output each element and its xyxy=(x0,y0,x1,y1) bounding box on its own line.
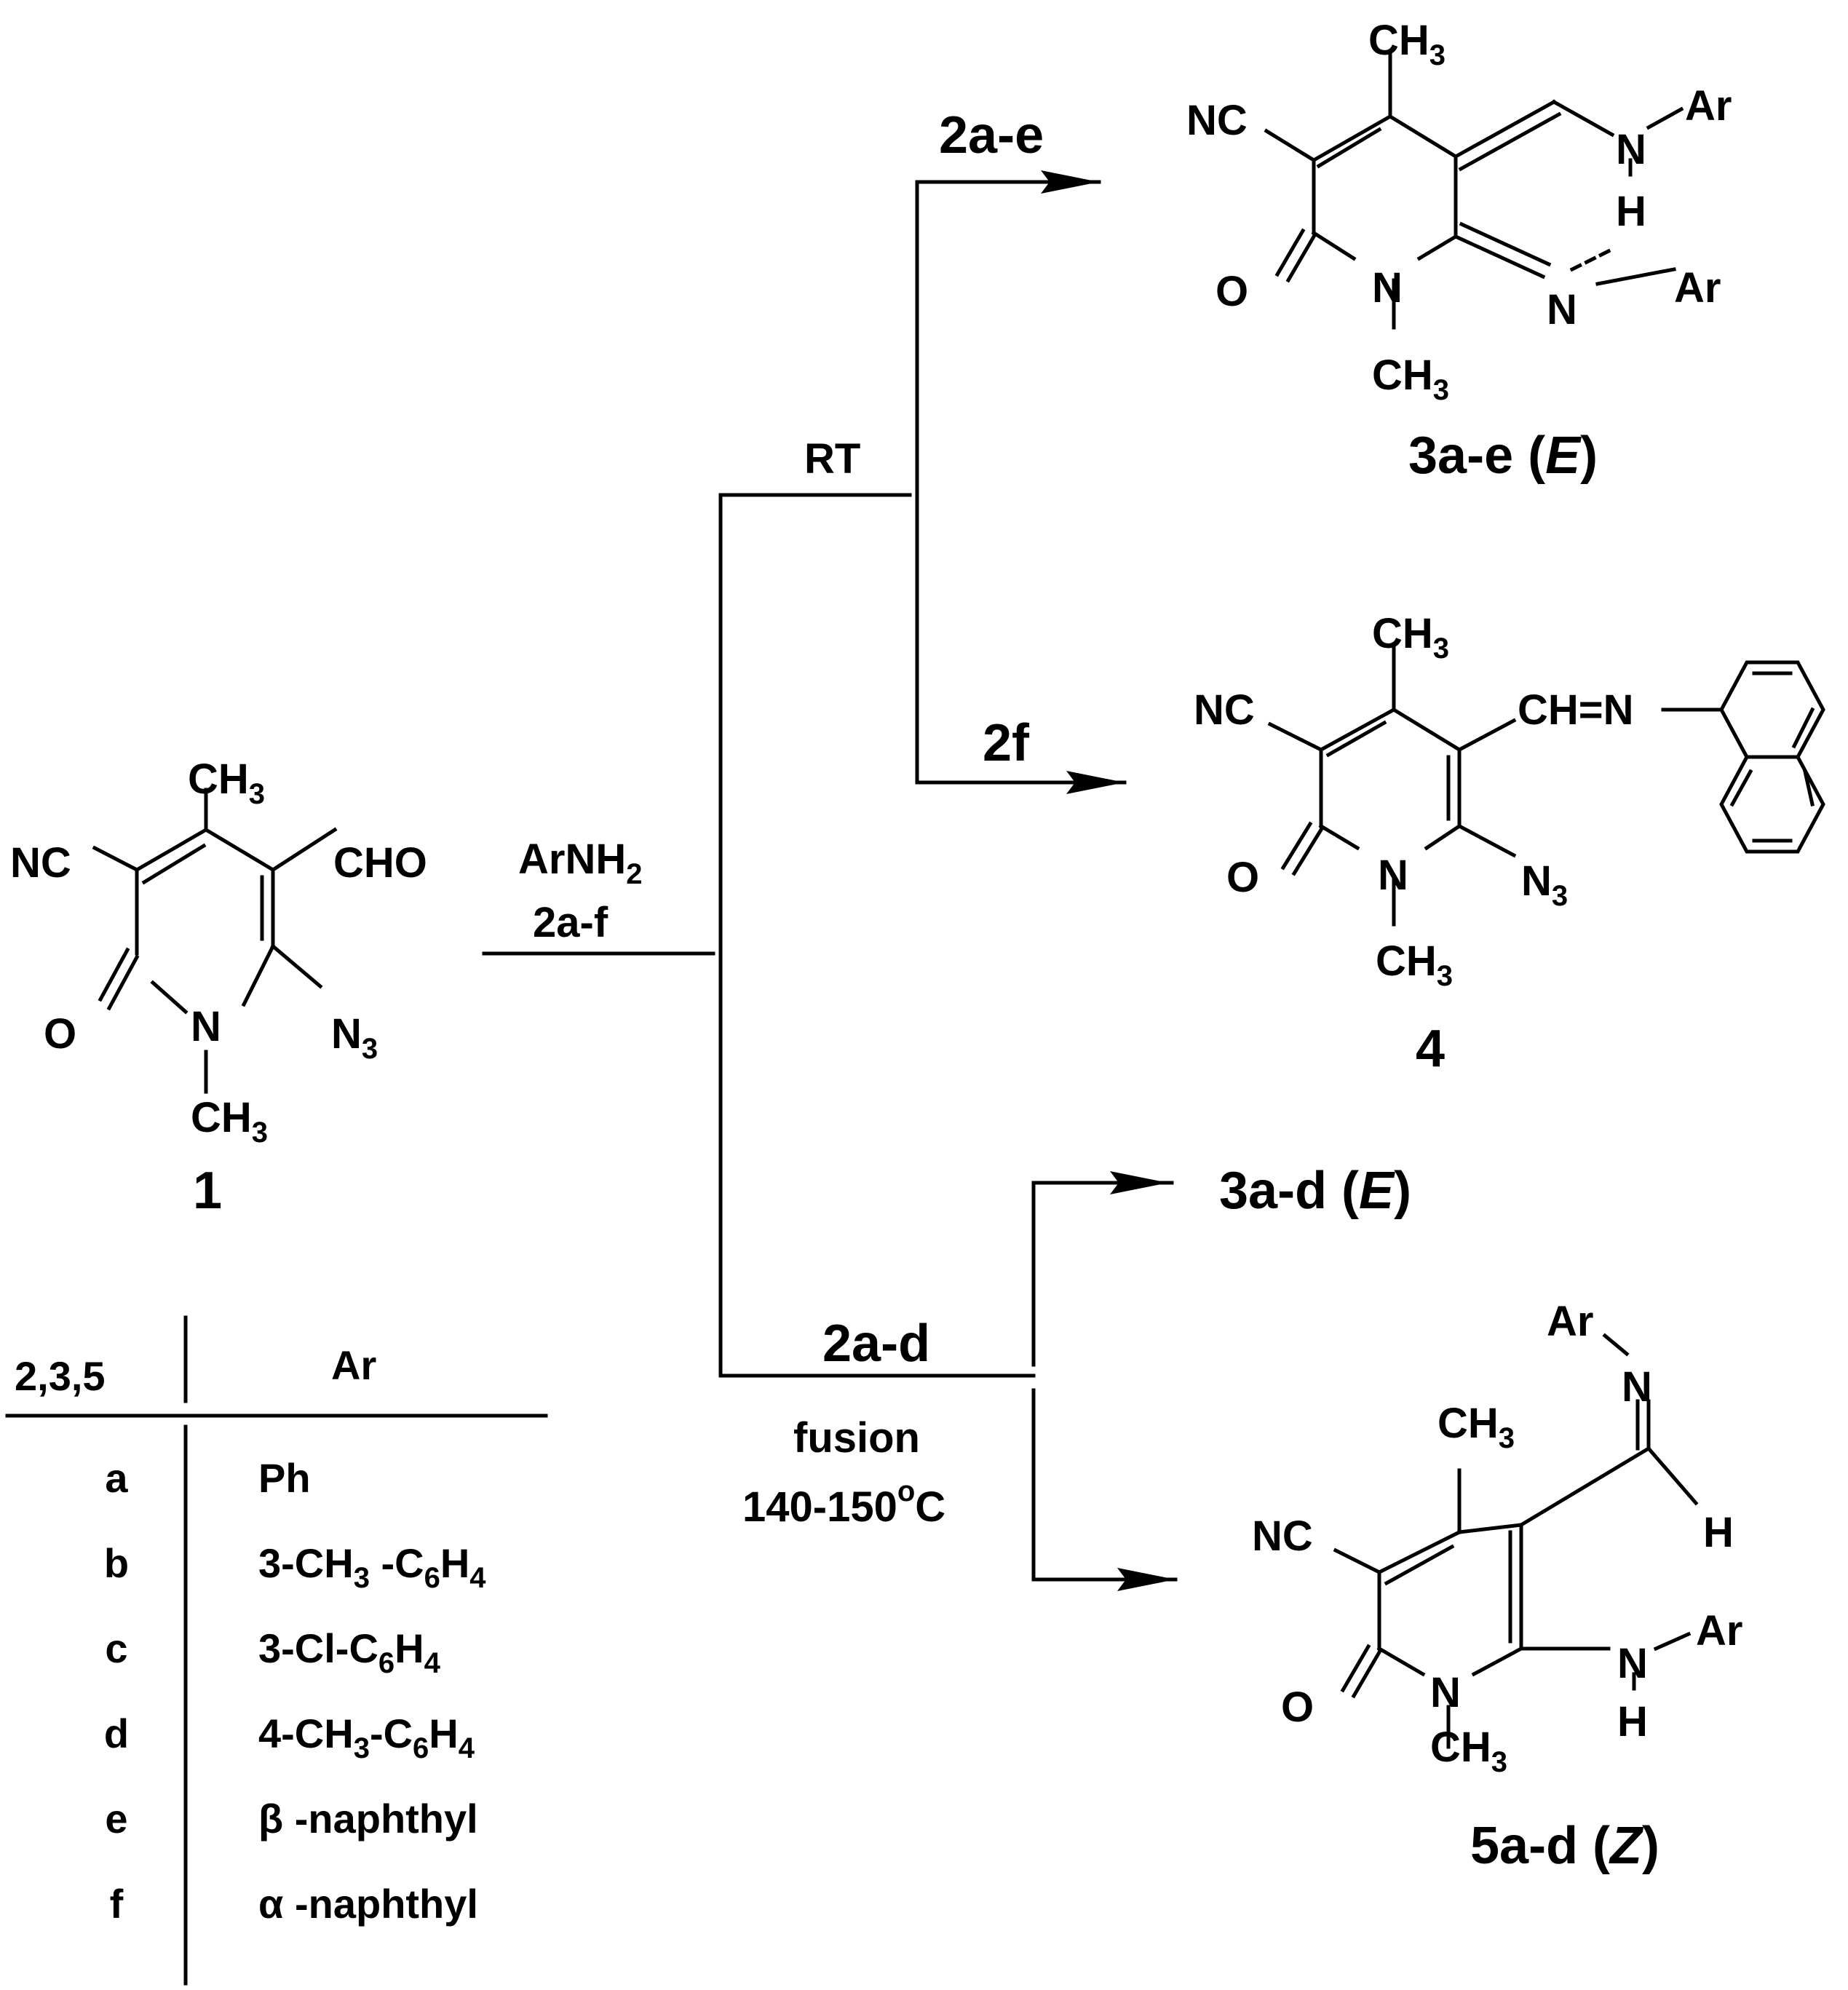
ar-table-rows: a Ph b 3-CH3 -C6H4 c 3-Cl-C6H4 d 4-CH3-C6H4 e β -… xyxy=(104,1455,486,1927)
svg-text:CH3: CH3 xyxy=(188,756,265,810)
compound-5ad-ar-top: Ar xyxy=(1547,1298,1593,1345)
svg-text:N3: N3 xyxy=(331,1010,378,1065)
fusion-fork-upper xyxy=(1031,1171,1170,1367)
condition-temperature: 140-150 xyxy=(742,1483,897,1531)
compound-3ae-ring-n: N xyxy=(1372,264,1403,312)
compound-4-number: 4 xyxy=(1416,1020,1445,1078)
svg-text:5a-d (Z): 5a-d (Z) xyxy=(1470,1817,1659,1875)
compound-4-azide: N xyxy=(1521,857,1552,905)
ar-table-row-ar: 3-CH3 -C6H4 xyxy=(258,1540,486,1594)
compound-5ad-imine-n: N xyxy=(1622,1363,1652,1411)
compound-4-imine: CH=N xyxy=(1518,686,1634,734)
compound-5ad: Ar N CH3 NC H O N N Ar H CH3 5a-d (Z) xyxy=(1252,1298,1742,1875)
svg-text:3a-e (E): 3a-e (E) xyxy=(1408,427,1598,485)
compound-1: CH3 NC CHO O N N3 CH3 1 xyxy=(10,756,427,1220)
compound-1-n-methyl: CH xyxy=(191,1094,252,1141)
reaction-arrows xyxy=(482,170,1178,1591)
compound-5ad-oxygen: O xyxy=(1281,1684,1314,1731)
svg-text:CH3: CH3 xyxy=(191,1094,268,1149)
compound-5ad-amine-n: N xyxy=(1617,1640,1648,1687)
compound-3ae-bonds xyxy=(1264,49,1684,330)
ar-table-row-id: f xyxy=(110,1881,124,1927)
compound-4-bonds xyxy=(1267,642,1825,927)
compound-1-nc: NC xyxy=(10,839,71,887)
svg-text:CH3: CH3 xyxy=(1376,937,1453,992)
compound-3ae-ar-bottom: Ar xyxy=(1674,264,1721,312)
ar-table-row-id: a xyxy=(105,1455,128,1501)
compound-1-cho: CHO xyxy=(333,839,427,887)
ar-table-row-ar: 4-CH3-C6H4 xyxy=(258,1710,475,1764)
compound-3ae-n-methyl: CH xyxy=(1372,352,1433,399)
compound-3ae-ch3: CH xyxy=(1368,17,1429,64)
reagent-to-3ae: 2a-e xyxy=(939,106,1044,164)
compound-5ad-n-methyl: CH xyxy=(1430,1724,1491,1771)
compound-3ae: CH3 NC O N CH3 N H Ar N Ar 3a-e (E) xyxy=(1186,17,1732,485)
compound-3ae-amine-n: N xyxy=(1616,126,1646,173)
ar-table-row-ar: 3-Cl-C6H4 xyxy=(258,1625,441,1679)
reaction-conditions: ArNH2 2a-f RT 2a-e 2f 2a-d fusion 140-15… xyxy=(518,106,1044,1531)
ar-table-header-index: 2,3,5 xyxy=(15,1353,106,1399)
product-3ad-label: 3a-d ( xyxy=(1219,1162,1359,1220)
ar-table-row-ar: Ph xyxy=(258,1455,311,1501)
compound-4-ch3: CH xyxy=(1372,610,1433,657)
ar-table-header-ar: Ar xyxy=(331,1342,376,1388)
compound-3ae-ar-top: Ar xyxy=(1685,82,1732,130)
compound-5ad-ch3: CH xyxy=(1437,1400,1499,1447)
compound-4-ring-n: N xyxy=(1378,852,1408,899)
compound-4-n-methyl: CH xyxy=(1376,937,1437,985)
compound-1-number: 1 xyxy=(193,1162,222,1220)
ar-table-row-id: c xyxy=(105,1625,127,1671)
compound-4: CH3 NC CH=N O N N3 CH3 4 xyxy=(1194,610,1825,1078)
fusion-fork-lower xyxy=(1031,1388,1178,1591)
compound-3ae-amine-h: H xyxy=(1616,188,1646,235)
branch-trunk xyxy=(718,493,1036,1378)
compound-5ad-ar: Ar xyxy=(1696,1607,1742,1654)
compound-5ad-h: H xyxy=(1703,1509,1734,1556)
compound-1-oxygen: O xyxy=(44,1010,76,1058)
compound-5ad-bonds xyxy=(1333,1333,1699,1749)
compound-3ae-oxygen: O xyxy=(1216,268,1248,315)
compound-5ad-amine-h: H xyxy=(1617,1698,1648,1745)
ar-table: 2,3,5 Ar a Ph b 3-CH3 -C6H4 c 3-Cl-C6H4 d 4-CH3… xyxy=(5,1315,548,1986)
reagent-arylamine: ArNH xyxy=(518,836,626,883)
condition-rt: RT xyxy=(804,435,860,483)
compound-3ae-imine-n: N xyxy=(1547,286,1577,333)
svg-text:CH3: CH3 xyxy=(1430,1724,1507,1778)
reagent-to-4: 2f xyxy=(983,714,1030,772)
svg-text:CH3: CH3 xyxy=(1372,352,1449,406)
fusion-reagent: 2a-d xyxy=(822,1315,930,1373)
svg-text:ArNH2: ArNH2 xyxy=(518,836,642,890)
compound-5ad-ring-n: N xyxy=(1430,1669,1461,1716)
svg-text:140-150oC: 140-150oC xyxy=(742,1475,945,1531)
condition-fusion: fusion xyxy=(793,1414,920,1462)
compound-3ae-label: 3a-e ( xyxy=(1408,427,1545,485)
ar-table-row-ar: α -naphthyl xyxy=(258,1881,478,1927)
svg-text:N3: N3 xyxy=(1521,857,1568,912)
compound-1-bonds xyxy=(92,788,338,1094)
compound-4-oxygen: O xyxy=(1226,854,1259,901)
svg-text:3a-d (E): 3a-d (E) xyxy=(1219,1162,1411,1220)
compound-4-nc: NC xyxy=(1194,686,1255,734)
compound-3ae-nc: NC xyxy=(1186,97,1248,144)
compound-1-ring-n: N xyxy=(191,1003,221,1050)
compound-1-azide: N xyxy=(331,1010,362,1058)
ar-table-row-id: b xyxy=(104,1540,129,1586)
compound-5ad-label: 5a-d ( xyxy=(1470,1817,1610,1875)
reagent-range: 2a-f xyxy=(533,899,608,946)
compound-5ad-nc: NC xyxy=(1252,1513,1313,1560)
ar-table-row-ar: β -naphthyl xyxy=(258,1796,478,1842)
compound-1-ch3: CH xyxy=(188,756,249,803)
svg-text:CH3: CH3 xyxy=(1368,17,1446,71)
svg-text:CH3: CH3 xyxy=(1437,1400,1515,1454)
ar-table-row-id: e xyxy=(105,1796,127,1842)
ar-table-row-id: d xyxy=(104,1710,129,1756)
svg-text:CH3: CH3 xyxy=(1372,610,1449,665)
